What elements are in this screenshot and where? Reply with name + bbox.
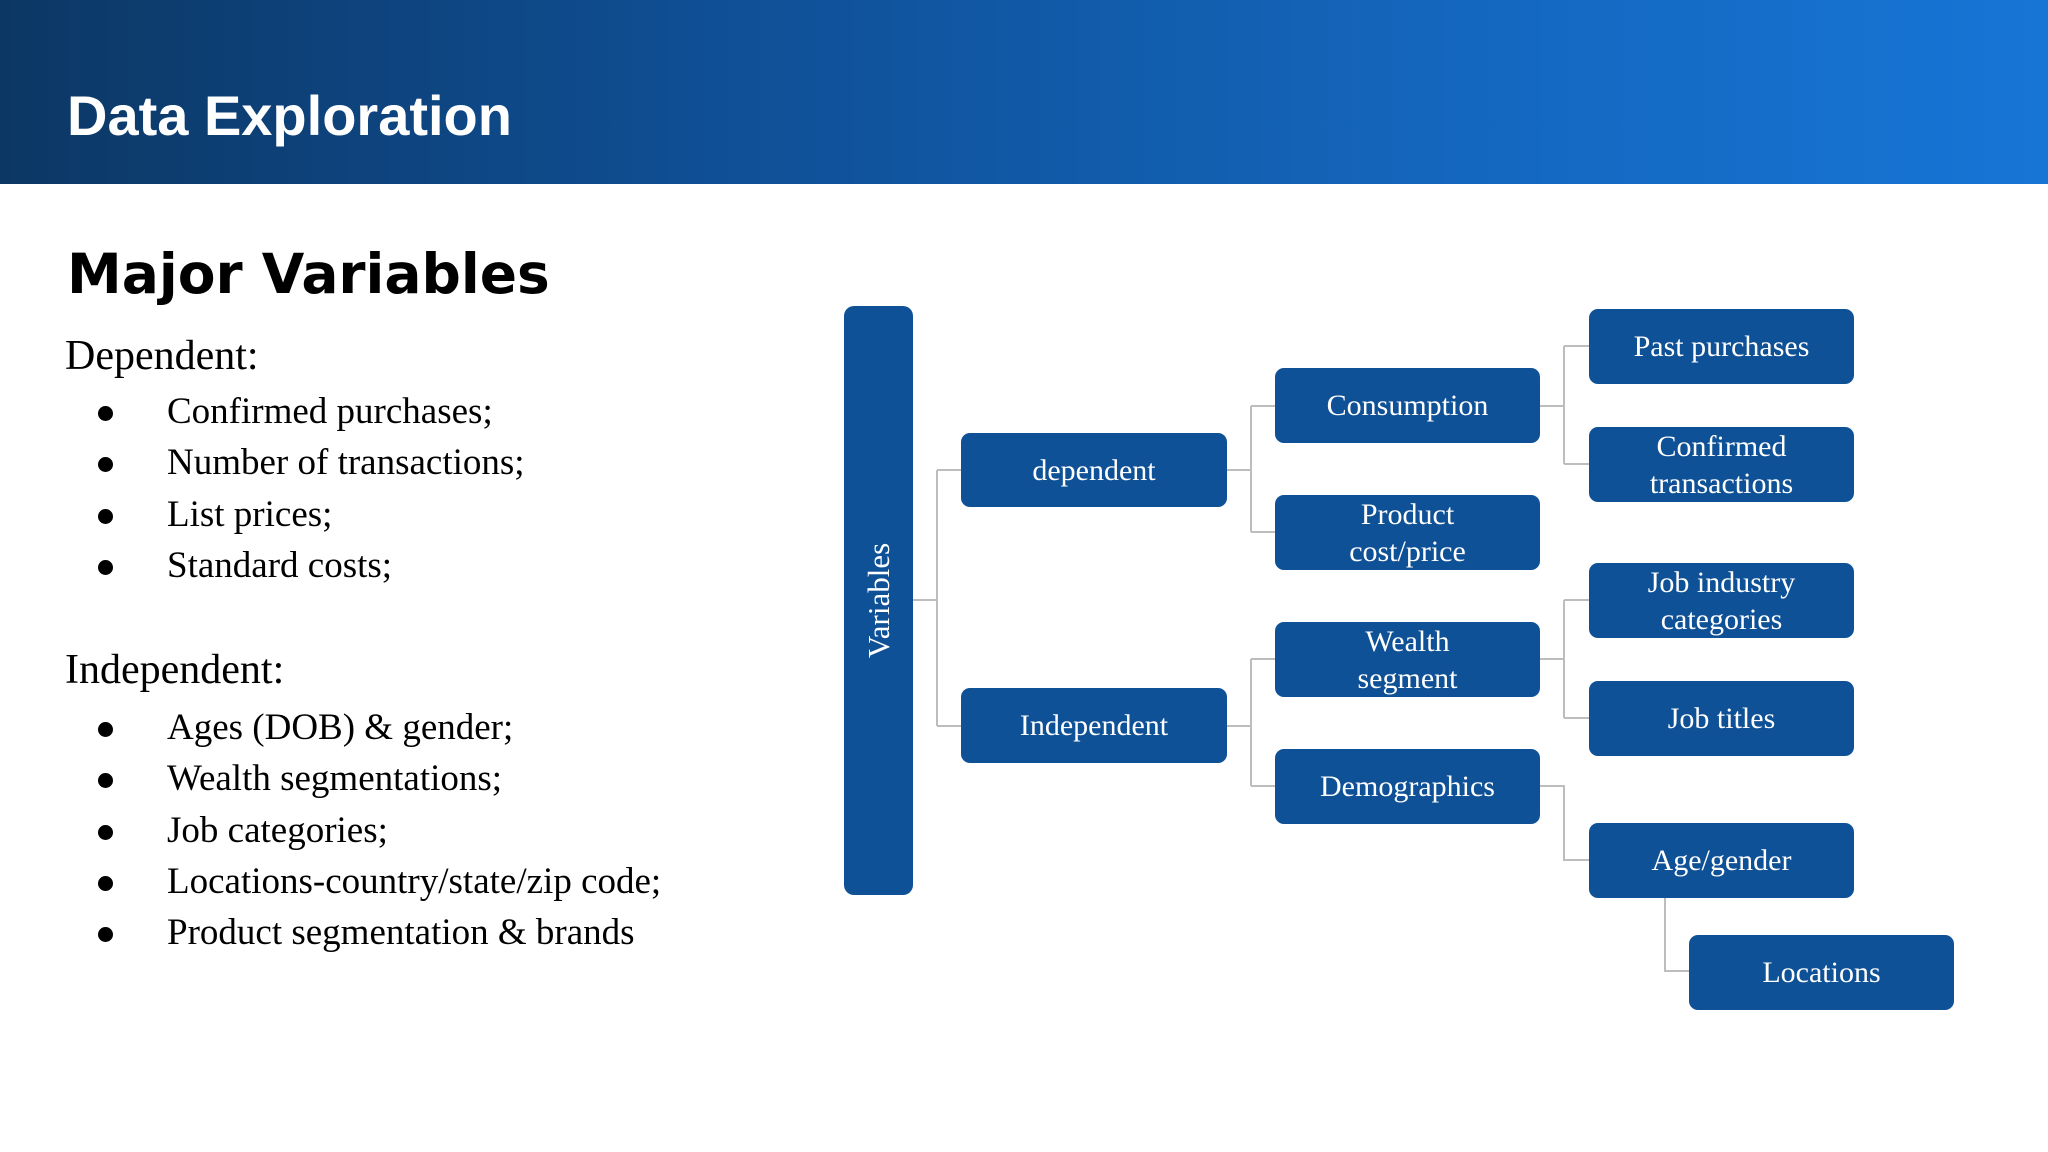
bullet-icon bbox=[98, 773, 113, 789]
connector-age-to-locations bbox=[1664, 897, 1689, 972]
node-job-industry-categories: Job industry categories bbox=[1589, 563, 1854, 638]
node-locations: Locations bbox=[1689, 935, 1954, 1010]
dependent-heading: Dependent: bbox=[65, 333, 259, 379]
node-demographics: Demographics bbox=[1275, 749, 1540, 824]
connector-consumption-to-level3 bbox=[1540, 345, 1589, 465]
node-age-gender: Age/gender bbox=[1589, 823, 1854, 898]
bullet-icon bbox=[98, 508, 113, 524]
connector-root-to-level1 bbox=[912, 469, 961, 727]
node-past-purchases: Past purchases bbox=[1589, 309, 1854, 384]
bullet-icon bbox=[98, 722, 113, 737]
node-job-titles: Job titles bbox=[1589, 681, 1854, 756]
bullet-icon bbox=[98, 927, 113, 943]
section-title: Major Variables bbox=[67, 242, 550, 306]
connector-wealth-to-level3 bbox=[1540, 599, 1589, 719]
node-variables: Variables bbox=[844, 306, 913, 895]
independent-heading: Independent: bbox=[65, 647, 285, 693]
connector-demographics-to-age bbox=[1540, 785, 1589, 861]
bullet-icon bbox=[98, 406, 113, 421]
node-dependent: dependent bbox=[961, 433, 1227, 507]
node-independent: Independent bbox=[961, 688, 1227, 763]
bullet-icon bbox=[98, 824, 113, 840]
node-product-cost-price: Product cost/price bbox=[1275, 495, 1540, 570]
connector-dependent-to-level2 bbox=[1227, 405, 1275, 533]
bullet-icon bbox=[98, 457, 113, 473]
slide-title: Data Exploration bbox=[67, 84, 512, 147]
node-wealth-segment: Wealth segment bbox=[1275, 622, 1540, 697]
node-consumption: Consumption bbox=[1275, 368, 1540, 443]
bullet-icon bbox=[98, 875, 113, 891]
node-confirmed-transactions: Confirmed transactions bbox=[1589, 427, 1854, 502]
bullet-icon bbox=[98, 559, 113, 575]
header-banner: Data Exploration bbox=[0, 0, 2048, 184]
connector-independent-to-level2 bbox=[1227, 658, 1275, 787]
